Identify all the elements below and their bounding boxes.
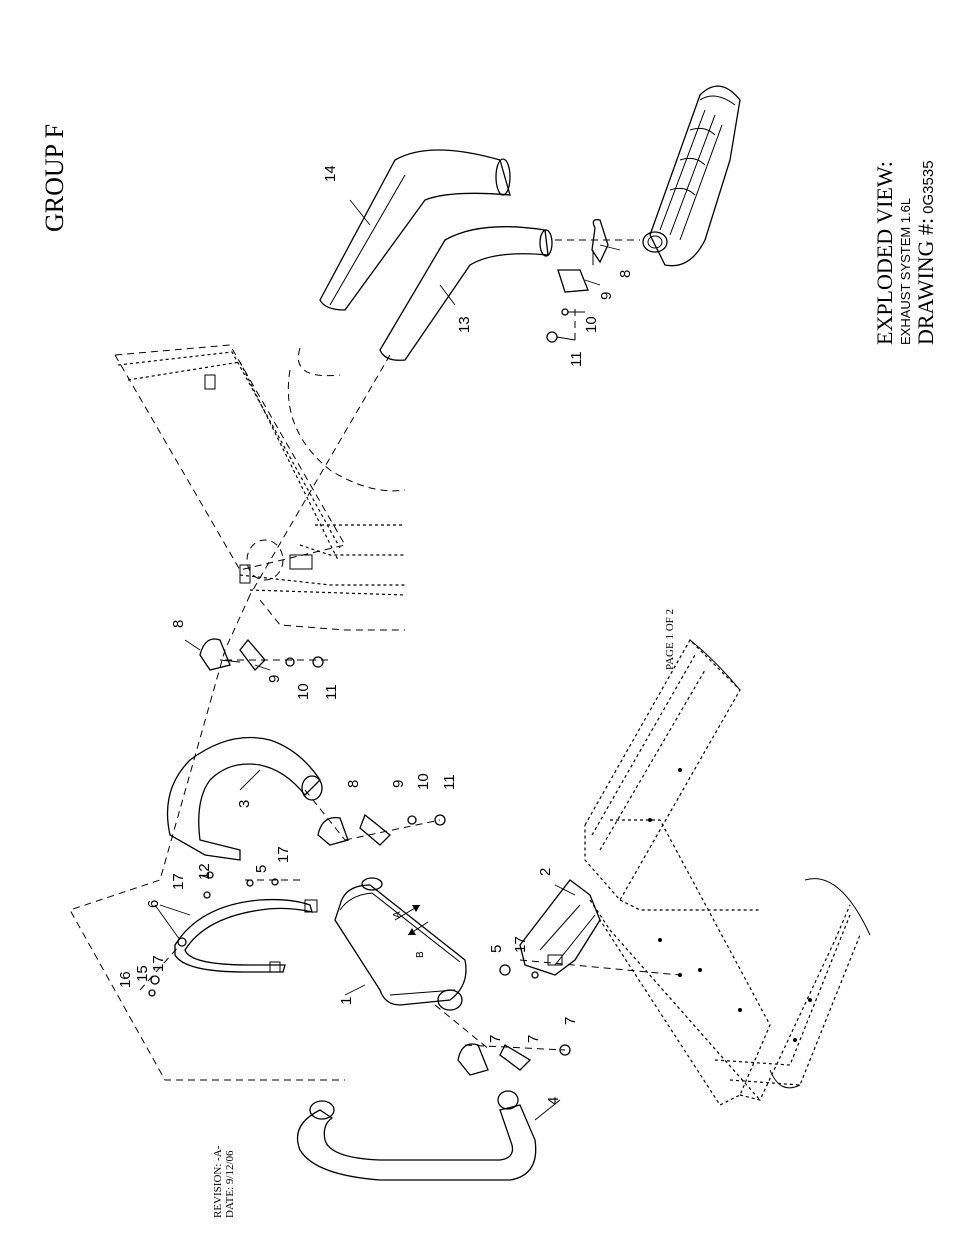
callout-13: 13: [456, 316, 473, 333]
callout-17-strap: 17: [170, 873, 187, 890]
clamp-set-center: [317, 813, 446, 846]
callout-2: 2: [537, 867, 554, 876]
date-label: DATE: 9/12/06: [224, 1150, 236, 1218]
callout-10-middle: 10: [295, 683, 312, 700]
exhaust-manifold: [642, 85, 741, 267]
flow-arrow-label-b: B: [415, 951, 426, 958]
callout-11-center: 11: [441, 774, 458, 790]
clamp-set-upper-right: [546, 219, 609, 343]
callout-6: 6: [145, 899, 162, 908]
callout-1: 1: [338, 996, 355, 1005]
callout-5-strap: 5: [253, 864, 270, 873]
chassis-frame-upper: [114, 344, 406, 631]
callout-9-center: 9: [390, 779, 407, 788]
part-7-clamp-set: [457, 1043, 571, 1076]
callout-17-bolt: 17: [275, 846, 292, 863]
title-exhaust-system: EXHAUST SYSTEM 1.6L: [898, 197, 913, 345]
title-exploded-view: EXPLODED VIEW:: [872, 161, 897, 345]
callout-10-center: 10: [415, 773, 432, 790]
callout-7-nut: 7: [562, 1016, 579, 1025]
part-1-muffler: [334, 877, 467, 1011]
part-6-hanger-strap: [148, 871, 318, 997]
callout-17-left: 17: [150, 955, 167, 972]
part-13-pipe: [379, 226, 553, 361]
callout-8-upper-right: 8: [617, 269, 634, 278]
chassis-frame-lower: [584, 639, 871, 1106]
part-2-bracket: [499, 879, 601, 979]
callout-16: 16: [117, 971, 134, 988]
callout-17-bracket: 17: [512, 936, 529, 953]
clamp-set-middle: [199, 638, 324, 671]
callout-12: 12: [196, 863, 213, 880]
callout-3: 3: [236, 799, 253, 808]
part-3-pipe: [166, 736, 323, 861]
part-14-pipe: [319, 149, 511, 311]
group-heading: GROUP F: [40, 123, 69, 232]
title-drawing-number: DRAWING #: 0G3535: [913, 160, 940, 345]
callout-14: 14: [322, 165, 339, 182]
assembly-centerline: [69, 239, 681, 1081]
drawing-number-value: 0G3535: [920, 160, 937, 214]
callout-8-middle: 8: [170, 619, 187, 628]
flow-arrow-label-a: A: [392, 911, 403, 918]
revision-label: REVISION: -A-: [212, 1145, 224, 1218]
callout-15: 15: [134, 965, 151, 982]
callout-5-bracket: 5: [488, 944, 505, 953]
callout-7-bolt: 7: [487, 1034, 504, 1043]
callout-9-upper-right: 9: [598, 291, 615, 300]
callout-4: 4: [545, 1096, 562, 1105]
callout-7-saddle: 7: [525, 1034, 542, 1043]
leader-lines: [154, 199, 621, 1121]
drawing-number-label: DRAWING #:: [913, 217, 938, 345]
page-indicator: PAGE 1 OF 2: [664, 608, 676, 670]
part-4-pipe: [296, 1090, 537, 1181]
callout-9-middle: 9: [266, 674, 283, 683]
callout-8-center: 8: [345, 779, 362, 788]
callout-11-middle: 11: [323, 684, 340, 700]
callout-11-upper-right: 11: [568, 351, 585, 367]
callout-10-upper-right: 10: [583, 316, 600, 333]
